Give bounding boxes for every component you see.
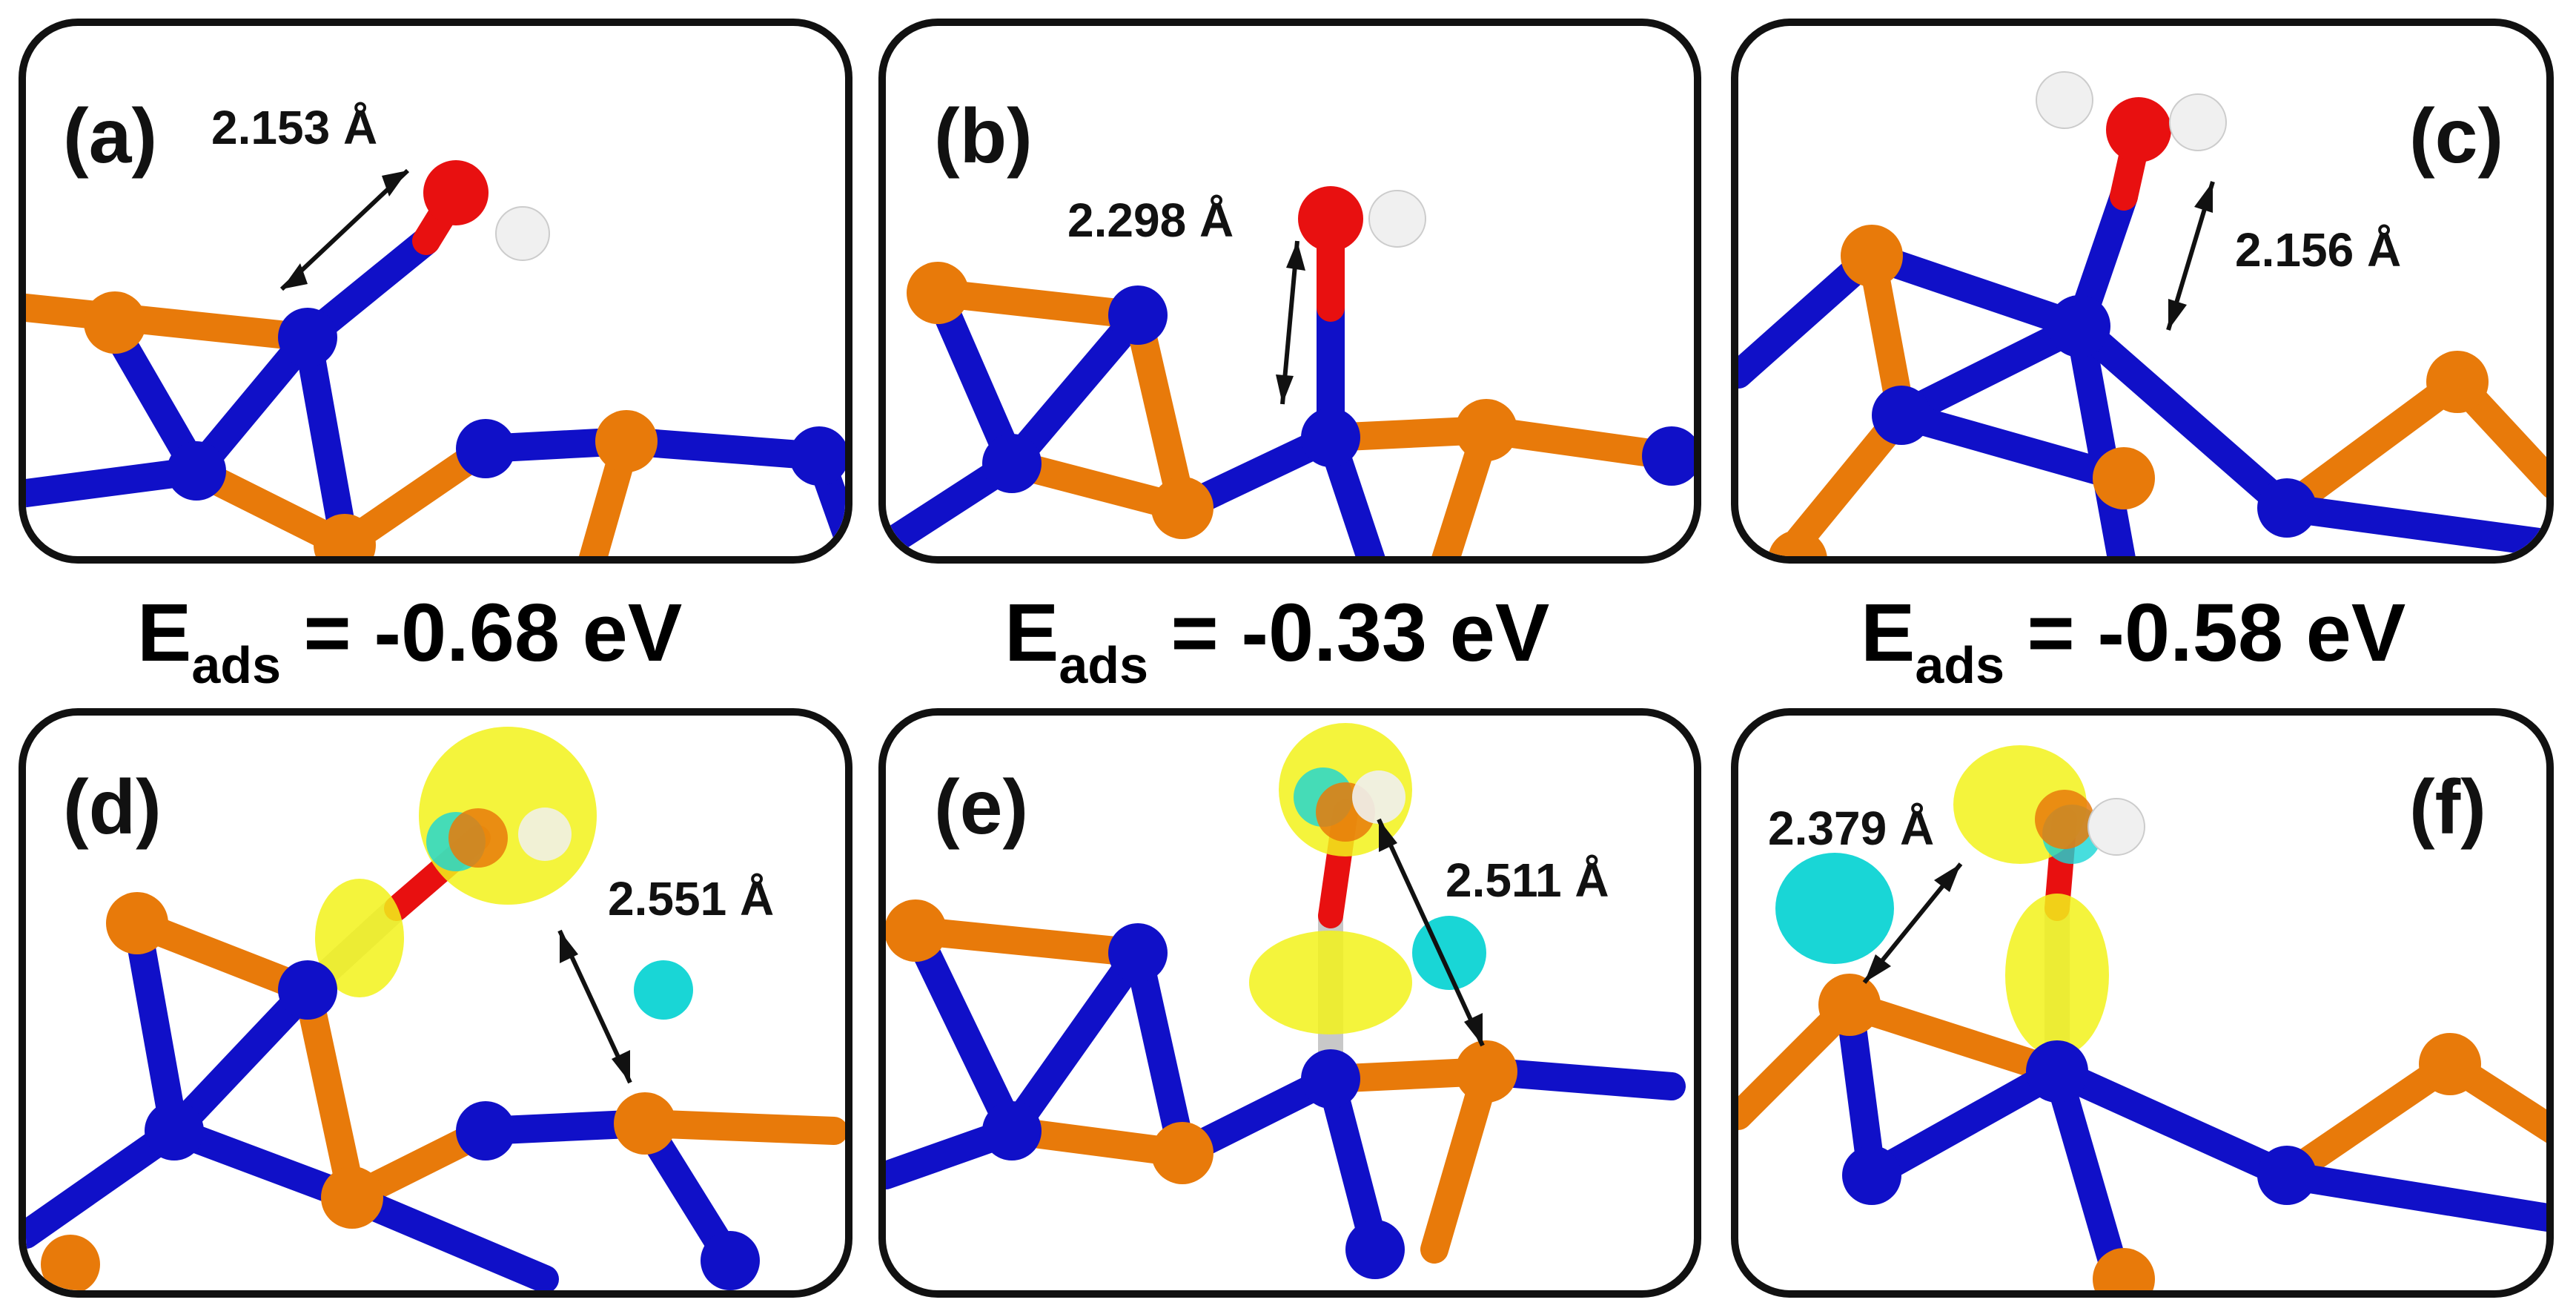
panel-label: (d) <box>63 765 162 851</box>
adsorption-energy-b: Eads = -0.33 eV <box>1004 586 1550 694</box>
structure-a <box>26 160 845 556</box>
structure-e <box>886 723 1686 1279</box>
panel-b: (b) 2.298 Å <box>878 19 1701 564</box>
energy-value: = -0.68 eV <box>281 587 683 679</box>
panel-label: (c) <box>2409 93 2504 179</box>
panel-label: (f) <box>2409 765 2486 851</box>
bond-distance-label: 2.511 Å <box>1446 854 1609 907</box>
structure-d <box>26 727 845 1290</box>
energy-subscript: ads <box>1915 636 2004 694</box>
energy-symbol: E <box>1004 587 1059 679</box>
panel-label: (a) <box>63 93 158 179</box>
energy-subscript: ads <box>191 636 281 694</box>
panel-f: (f) 2.379 Å <box>1731 708 2554 1298</box>
panel-d: (d) 2.551 Å <box>19 708 852 1298</box>
bond-distance-label: 2.379 Å <box>1768 802 1935 855</box>
panel-c: (c) 2.156 Å <box>1731 19 2554 564</box>
structure-b <box>886 186 1694 556</box>
energy-symbol: E <box>1861 587 1916 679</box>
adsorption-energy-a: Eads = -0.68 eV <box>137 586 683 694</box>
panel-e: (e) 2.511 Å <box>878 708 1701 1298</box>
bond-distance-label: 2.156 Å <box>2235 223 2402 277</box>
panel-label: (e) <box>934 765 1029 851</box>
bond-distance-label: 2.551 Å <box>608 872 775 925</box>
bond-distance-label: 2.153 Å <box>211 101 378 154</box>
panel-a: (a) 2.153 Å <box>19 19 852 564</box>
energy-subscript: ads <box>1059 636 1148 694</box>
energy-symbol: E <box>137 587 192 679</box>
panel-label: (b) <box>934 93 1033 179</box>
bond-distance-label: 2.298 Å <box>1067 194 1234 247</box>
adsorption-energy-c: Eads = -0.58 eV <box>1861 586 2406 694</box>
energy-value: = -0.33 eV <box>1148 587 1550 679</box>
structure-c <box>1738 71 2546 556</box>
energy-value: = -0.58 eV <box>2004 587 2406 679</box>
structure-f <box>1738 745 2546 1290</box>
